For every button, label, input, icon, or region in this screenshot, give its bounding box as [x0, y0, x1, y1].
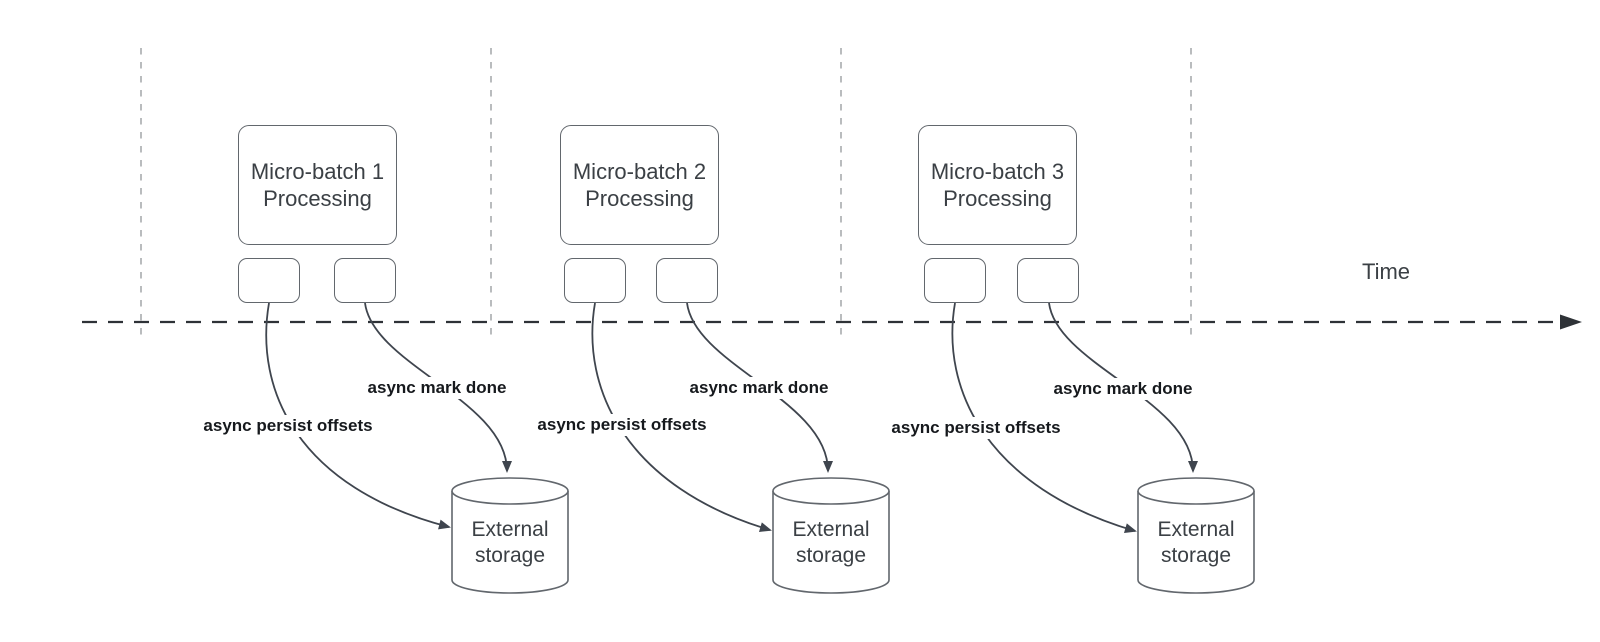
process-box-label-line: Micro-batch 2 [572, 159, 707, 184]
persist-task-box-3 [924, 258, 986, 303]
process-box-label-line: Micro-batch 1 [250, 159, 385, 184]
mark-done-label-3: async mark done [1049, 378, 1197, 400]
process-box-label-line: Processing [263, 186, 372, 211]
time-axis-label: Time [1361, 259, 1411, 284]
persist-offsets-label-2: async persist offsets [533, 414, 711, 436]
external-storage-label-2: External storage [792, 518, 870, 567]
external-storage-label-1: External storage [471, 518, 549, 567]
process-box-label-line: Processing [585, 186, 694, 211]
mark-done-task-box-1 [334, 258, 396, 303]
storage-cylinder-3 [1137, 477, 1255, 594]
storage-cylinder-1 [451, 477, 569, 594]
persist-task-box-2 [564, 258, 626, 303]
mark-done-label-2: async mark done [685, 377, 833, 399]
persist-offsets-label-3: async persist offsets [887, 417, 1065, 439]
mark-done-task-box-3 [1017, 258, 1079, 303]
micro-batch-2-processing-box: Micro-batch 2 Processing [560, 125, 719, 245]
process-box-label-line: Micro-batch 3 [930, 159, 1065, 184]
mark-done-task-box-2 [656, 258, 718, 303]
process-box-label-line: Processing [943, 186, 1052, 211]
micro-batch-1-processing-box: Micro-batch 1 Processing [238, 125, 397, 245]
micro-batch-3-processing-box: Micro-batch 3 Processing [918, 125, 1077, 245]
external-storage-label-3: External storage [1157, 518, 1235, 567]
persist-offsets-label-1: async persist offsets [199, 415, 377, 437]
mark-done-label-1: async mark done [363, 377, 511, 399]
storage-cylinder-2 [772, 477, 890, 594]
time-axis-arrowhead-icon [1560, 314, 1582, 330]
persist-task-box-1 [238, 258, 300, 303]
